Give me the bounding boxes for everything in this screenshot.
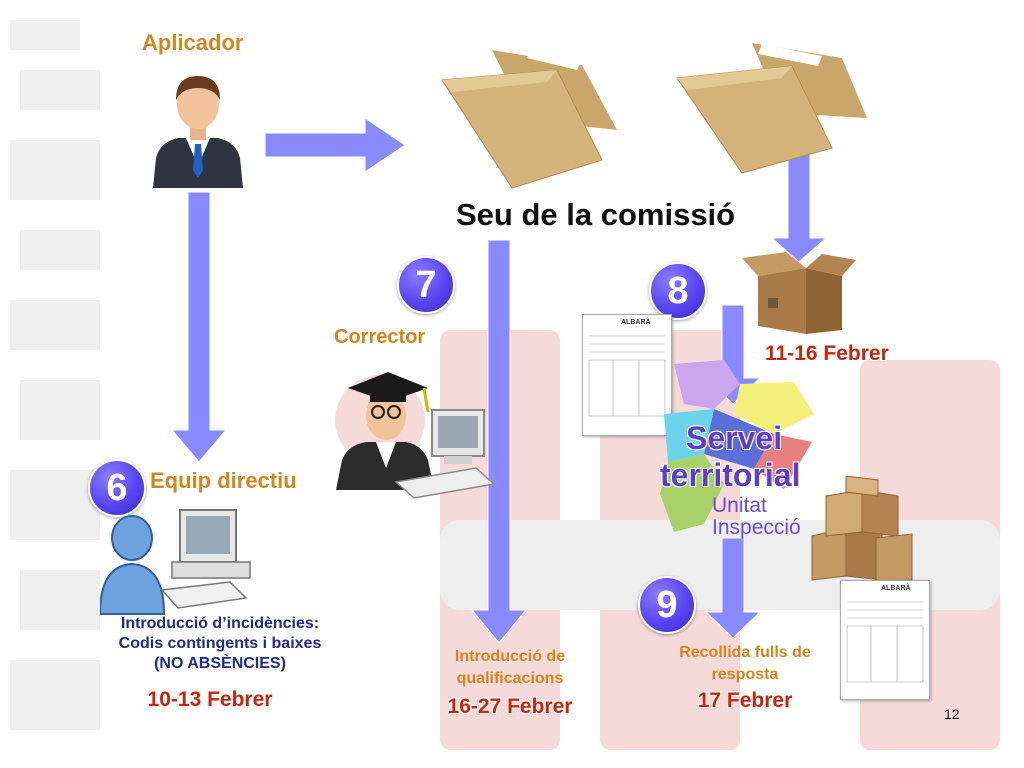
step-7-badge: 7 bbox=[397, 256, 455, 314]
box-stack-icon bbox=[811, 476, 913, 583]
qualificacions-line2: qualificacions bbox=[456, 670, 564, 687]
page-number: 12 bbox=[944, 706, 960, 722]
qualificacions-text: Introducció de qualificacions bbox=[420, 646, 600, 690]
albara-lines-bottom bbox=[846, 601, 924, 683]
aplicador-label: Aplicador bbox=[142, 30, 244, 55]
qualificacions-line1: Introducció de bbox=[454, 648, 566, 665]
envelopes-icon bbox=[441, 48, 617, 189]
servei-line2: territorial bbox=[660, 456, 801, 493]
catalonia-map-icon bbox=[660, 360, 814, 532]
albara-title-bottom: ALBARÀ bbox=[881, 585, 911, 592]
cardboard-box-icon bbox=[742, 252, 856, 334]
arrow-seu-to-qualificacions bbox=[470, 239, 528, 644]
equip-directiu-label: Equip directiu bbox=[150, 468, 297, 493]
recollida-line2: resposta bbox=[711, 666, 779, 683]
unitat-line1: Unitat bbox=[712, 494, 767, 517]
albara-lines-top bbox=[588, 335, 666, 417]
recollida-date: 17 Febrer bbox=[697, 689, 793, 712]
aplicador-person-icon bbox=[153, 76, 243, 188]
qualificacions-date: 16-27 Febrer bbox=[447, 695, 573, 718]
corrector-graduate-icon bbox=[336, 372, 496, 499]
recollida-text: Recollida fulls de resposta bbox=[650, 642, 840, 686]
incidencies-line2: Codis contingents i baixes bbox=[118, 635, 322, 652]
incidencies-date: 10-13 Febrer bbox=[147, 688, 273, 711]
arrow-aplicador-to-seu bbox=[264, 117, 406, 173]
box-date: 11-16 Febrer bbox=[765, 342, 889, 365]
step-8-badge: 8 bbox=[649, 262, 707, 320]
seu-label: Seu de la comissió bbox=[456, 197, 736, 232]
servei-line1: Servei bbox=[686, 420, 783, 456]
incidencies-line1: Introducció d’incidències: bbox=[120, 615, 320, 632]
envelopes-icon-2 bbox=[676, 43, 867, 174]
unitat-line2: Inspecció bbox=[712, 516, 801, 540]
albara-document-top: ALBARÀ bbox=[582, 314, 672, 436]
corrector-label: Corrector bbox=[334, 326, 426, 348]
recollida-line1: Recollida fulls de bbox=[679, 644, 811, 661]
unitat-inspeccio-label: Unitat Inspecció bbox=[712, 494, 801, 540]
step-9-badge: 9 bbox=[638, 576, 696, 634]
servei-territorial-label: Servei territorial bbox=[660, 420, 800, 494]
incidencies-line3: (NO ABSÈNCIES) bbox=[154, 655, 286, 672]
step-6-badge: 6 bbox=[88, 459, 146, 517]
arrow-servei-to-recollida bbox=[704, 537, 762, 639]
arrow-aplicador-to-equip bbox=[170, 191, 228, 463]
albara-title-top: ALBARÀ bbox=[621, 319, 651, 326]
incidencies-text: Introducció d’incidències: Codis conting… bbox=[100, 614, 340, 674]
equip-computer-user-icon bbox=[100, 509, 251, 615]
albara-document-bottom: ALBARÀ bbox=[840, 580, 930, 700]
